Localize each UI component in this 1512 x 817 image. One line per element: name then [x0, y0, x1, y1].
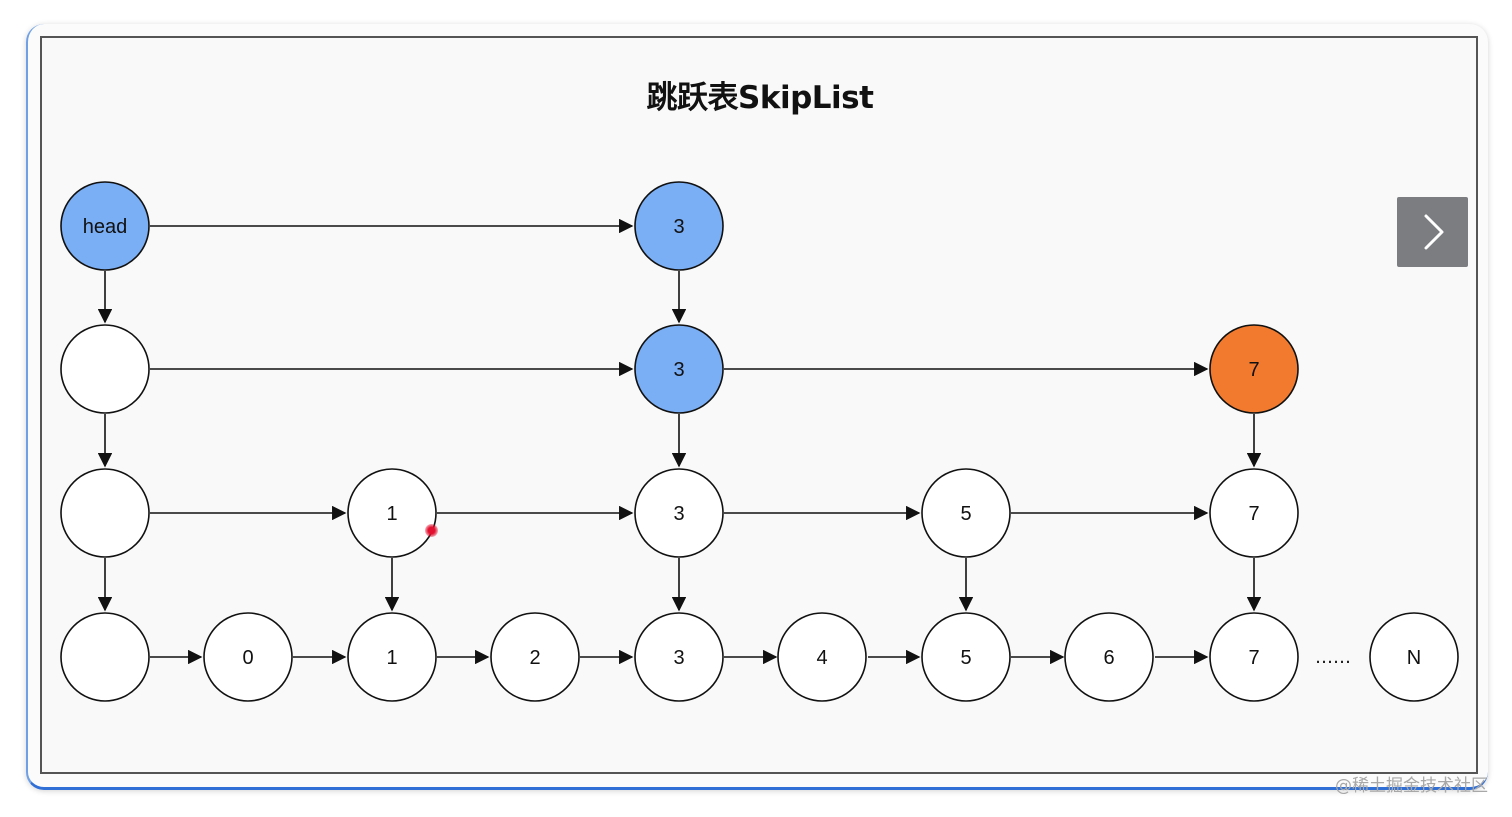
- diagram-title: 跳跃表SkipList: [646, 80, 874, 116]
- node-head-level0: [60, 612, 150, 702]
- node-2: 2: [490, 612, 580, 702]
- node-1-level1: 1: [347, 468, 437, 558]
- node-3-level3: 3: [634, 181, 724, 271]
- node-5: 5: [921, 612, 1011, 702]
- node-label: 0: [242, 647, 253, 669]
- node-4: 4: [777, 612, 867, 702]
- node-label: 3: [673, 216, 684, 238]
- node-label: 2: [529, 647, 540, 669]
- node-label: 4: [816, 647, 827, 669]
- node-head: head: [60, 181, 150, 271]
- ellipsis-label: ……: [1315, 647, 1351, 668]
- node-7-level2: 7: [1209, 324, 1299, 414]
- node-7-level1: 7: [1209, 468, 1299, 558]
- node-0: 0: [203, 612, 293, 702]
- node-3-level2: 3: [634, 324, 724, 414]
- horizontal-links: [150, 218, 1209, 665]
- node-3: 3: [634, 612, 724, 702]
- node-label: 7: [1248, 359, 1259, 381]
- node-label: 7: [1248, 503, 1259, 525]
- node-label: head: [83, 216, 128, 238]
- node-5-level1: 5: [921, 468, 1011, 558]
- node-label: 3: [673, 647, 684, 669]
- node-label: 6: [1103, 647, 1114, 669]
- node-label: 1: [386, 503, 397, 525]
- cursor-indicator: [425, 524, 438, 537]
- nodes: head 3 3 7 1 3 5: [60, 181, 1459, 702]
- node-label: 1: [386, 647, 397, 669]
- node-label: 5: [960, 647, 971, 669]
- node-3-level1: 3: [634, 468, 724, 558]
- watermark-text: @稀土掘金技术社区: [1335, 776, 1488, 796]
- node-head-level1: [60, 468, 150, 558]
- node-label: N: [1407, 647, 1421, 669]
- node-1: 1: [347, 612, 437, 702]
- vertical-links: [97, 271, 1262, 612]
- next-slide-button[interactable]: [1397, 197, 1468, 267]
- node-label: 7: [1248, 647, 1259, 669]
- node-label: 3: [673, 359, 684, 381]
- node-head-level2: [60, 324, 150, 414]
- node-7: 7: [1209, 612, 1299, 702]
- node-N: N: [1369, 612, 1459, 702]
- node-6: 6: [1064, 612, 1154, 702]
- node-label: 5: [960, 503, 971, 525]
- node-label: 3: [673, 503, 684, 525]
- chevron-right-icon: [1424, 214, 1443, 250]
